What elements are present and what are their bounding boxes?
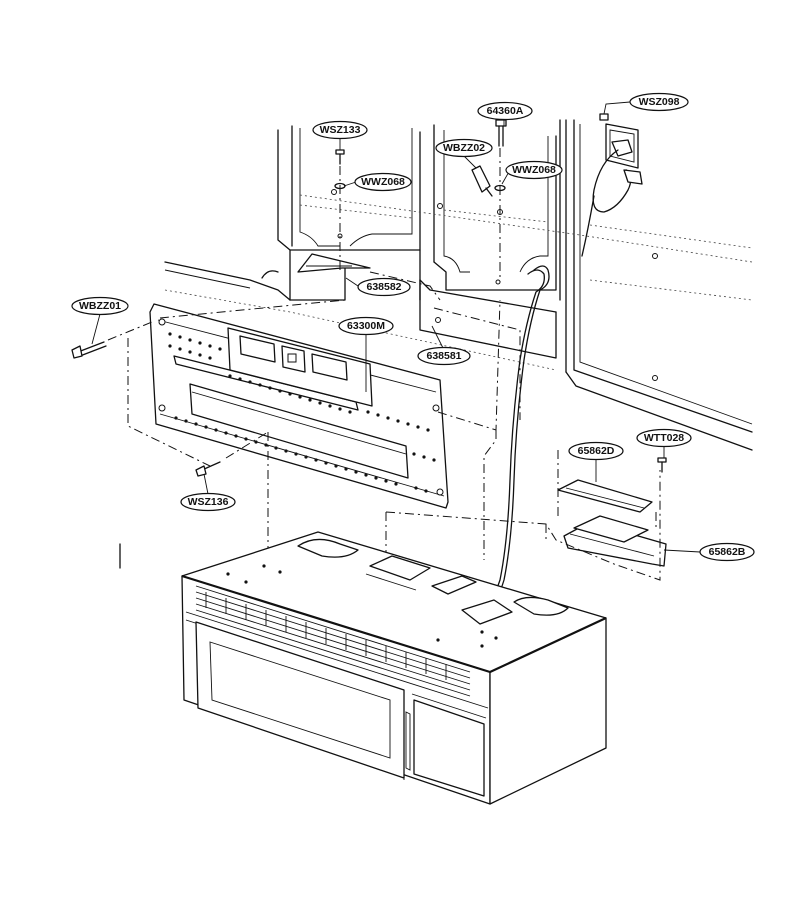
- svg-text:638581: 638581: [426, 350, 461, 362]
- mounting-plate: [149, 303, 449, 509]
- svg-text:WSZ133: WSZ133: [320, 124, 361, 136]
- label-638582: 638582: [357, 277, 411, 297]
- wall-cabinets: [164, 119, 753, 451]
- svg-text:WBZZ01: WBZZ01: [79, 300, 121, 312]
- svg-text:WBZZ02: WBZZ02: [443, 142, 485, 154]
- bolt-64360a: [495, 119, 507, 147]
- label-wsz133: WSZ133: [312, 120, 368, 140]
- screw-wtt028: [657, 457, 667, 473]
- svg-text:65862D: 65862D: [578, 445, 615, 457]
- microwave-oven: [181, 531, 607, 805]
- svg-text:63300M: 63300M: [347, 320, 385, 332]
- label-63300m: 63300M: [338, 316, 394, 336]
- label-wsz136: WSZ136: [180, 492, 236, 512]
- wall-outlet: [581, 123, 643, 257]
- damper-assembly: [557, 479, 667, 567]
- label-wbzz02: WBZZ02: [435, 138, 493, 158]
- svg-text:64360A: 64360A: [487, 105, 524, 117]
- alignment-lines: [107, 148, 661, 581]
- svg-text:WSZ136: WSZ136: [188, 496, 229, 508]
- screw-wbzz01: [71, 341, 107, 359]
- screw-wsz098: [599, 113, 609, 121]
- label-64360a: 64360A: [477, 101, 533, 121]
- svg-text:WWZ068: WWZ068: [512, 164, 556, 176]
- top-plate-bracket: [297, 253, 371, 273]
- svg-text:65862B: 65862B: [709, 546, 746, 558]
- svg-text:WSZ098: WSZ098: [639, 96, 680, 108]
- svg-text:638582: 638582: [366, 281, 401, 293]
- label-638581: 638581: [417, 346, 471, 366]
- label-wsz098: WSZ098: [629, 92, 689, 112]
- screw-wsz133: [335, 149, 345, 165]
- power-cord: [487, 265, 550, 613]
- svg-text:WWZ068: WWZ068: [361, 176, 405, 188]
- screw-wsz136: [195, 461, 221, 477]
- label-wwz068-left: WWZ068: [354, 172, 412, 192]
- label-wtt028: WTT028: [636, 428, 692, 448]
- label-wbzz01: WBZZ01: [71, 296, 129, 316]
- label-65862d: 65862D: [568, 441, 624, 461]
- label-65862b: 65862B: [699, 542, 755, 562]
- svg-text:WTT028: WTT028: [644, 432, 684, 444]
- label-wwz068-right: WWZ068: [505, 160, 563, 180]
- toggle-bolt-wbzz02: [471, 165, 493, 197]
